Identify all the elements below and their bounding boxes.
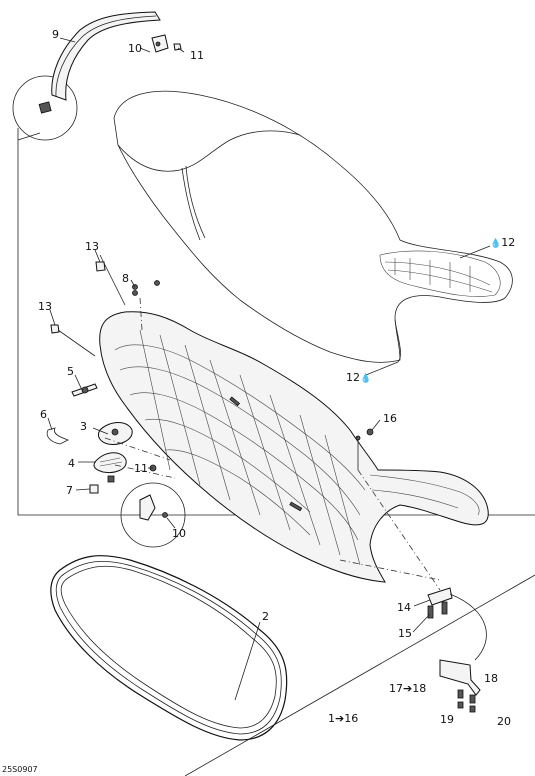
callout-15: 15 [398, 627, 412, 640]
callout-8: 8 [122, 272, 129, 285]
callout-12-mid: 12💧 [346, 371, 371, 384]
seal-part [50, 555, 288, 741]
callout-13-top: 13 [85, 240, 99, 253]
callout-11-top: 11 [190, 49, 204, 62]
latch-parts [46, 383, 133, 494]
callout-5: 5 [67, 365, 74, 378]
assembly-lines [104, 297, 441, 591]
callout-4: 4 [68, 457, 75, 470]
detail-circle-10 [120, 482, 186, 548]
callout-10-top: 10 [128, 42, 142, 55]
reference-code: 25S0907 [2, 765, 38, 774]
brackets [427, 587, 487, 713]
seat-base-part [99, 311, 489, 583]
callout-13-left: 13 [38, 300, 52, 313]
callout-18: 18 [484, 672, 498, 685]
callout-17-to-18: 17➔18 [389, 682, 426, 695]
callout-7: 7 [66, 484, 73, 497]
callout-10-bottom: 10 [172, 527, 186, 540]
seat-cover-part [113, 90, 513, 363]
callout-19: 19 [440, 713, 454, 726]
callout-3: 3 [80, 420, 87, 433]
callout-labels: 9 10 11 13 8 13 5 6 3 4 11 7 10 2 💧12 12… [2, 28, 515, 774]
callout-2: 2 [262, 610, 269, 623]
callout-16: 16 [383, 412, 397, 425]
callout-12-right: 💧12 [490, 236, 515, 249]
leader-lines [47, 37, 491, 701]
callout-1-to-16: 1➔16 [328, 712, 358, 725]
callout-20: 20 [497, 715, 511, 728]
callout-6: 6 [40, 408, 47, 421]
callout-11-mid: 11 [134, 462, 148, 475]
callout-14: 14 [397, 601, 411, 614]
seat-strap-part [12, 11, 182, 141]
callout-9: 9 [52, 28, 59, 41]
